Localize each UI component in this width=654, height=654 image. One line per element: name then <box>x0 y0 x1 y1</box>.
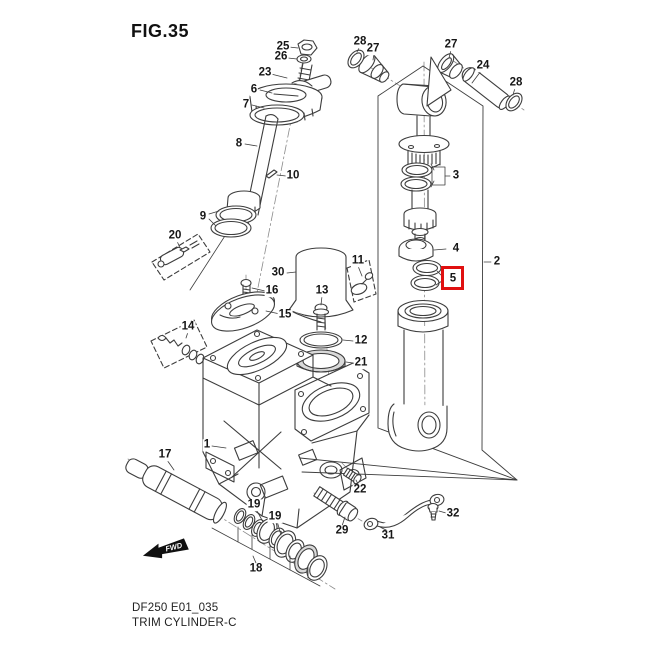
diagram-footer: DF250 E01_035 TRIM CYLINDER-C <box>132 601 237 631</box>
bolt-29 <box>313 486 359 522</box>
seal-ring-set-18-19 <box>233 508 328 581</box>
bolt-13 <box>312 303 330 331</box>
key-10 <box>265 169 278 179</box>
ring-28-right <box>505 92 523 112</box>
shaft-pin-17 <box>125 458 227 524</box>
bushing-27-left <box>358 53 390 83</box>
cylinder-tube <box>387 299 449 452</box>
ring-28-left <box>347 49 365 69</box>
bolt-22 <box>342 467 362 485</box>
model-code: DF250 E01_035 <box>132 602 219 614</box>
rod-end-nut-25 <box>297 39 318 56</box>
gasket-15 <box>211 291 275 332</box>
valve-kit-14 <box>157 334 205 365</box>
valve-kit-box-14 <box>150 319 208 369</box>
highlight-box <box>441 266 464 290</box>
cylinder-rod-piston <box>403 189 437 244</box>
insert-direction-arrow <box>426 56 452 107</box>
seal-set-bracket-18 <box>211 526 321 587</box>
washer-26 <box>296 54 312 64</box>
rod-guide-4 <box>398 238 434 262</box>
pivot-pin-24 <box>461 67 512 110</box>
valve-kit-20 <box>157 240 200 268</box>
ring-set-3 <box>400 162 433 192</box>
exploded-box-outline <box>299 65 518 481</box>
screw-32 <box>427 502 439 521</box>
trim-cylinder-body-1 <box>202 329 370 529</box>
diagram-title: TRIM CYLINDER-C <box>132 617 237 629</box>
fwd-arrow-label: FWD <box>164 540 183 553</box>
ground-cable-31 <box>363 493 445 531</box>
bolt-16 <box>240 278 252 296</box>
o-ring-12 <box>299 331 343 349</box>
fwd-direction-arrow: FWD <box>142 538 189 559</box>
key-box-11 <box>346 259 377 303</box>
ring-set-5 <box>410 259 442 292</box>
valve-kit-box-20 <box>151 233 211 281</box>
figure-number: FIG.35 <box>131 21 190 41</box>
key-11 <box>350 272 374 295</box>
ring-set-9 <box>210 205 257 238</box>
